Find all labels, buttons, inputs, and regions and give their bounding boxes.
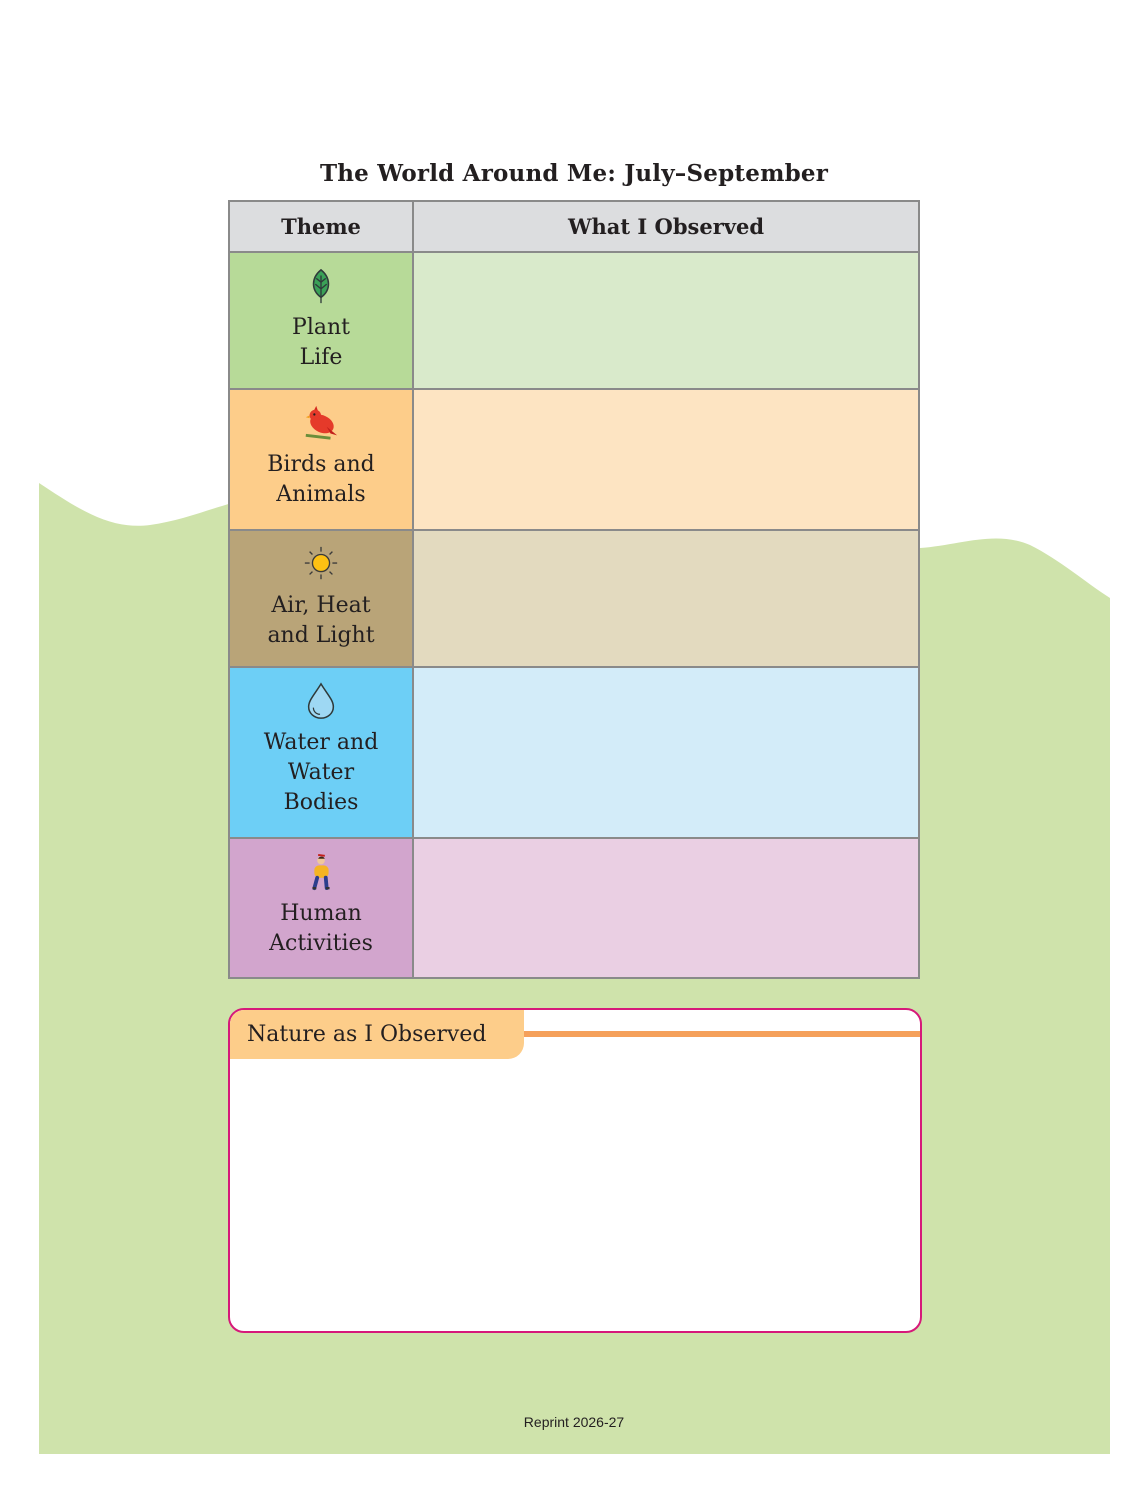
theme-cell-air-heat-light: Air, Heat and Light: [228, 529, 414, 668]
observation-cell-human-activities[interactable]: [412, 837, 920, 979]
nature-observation-box[interactable]: Nature as I Observed: [228, 1008, 922, 1333]
theme-label: Human Activities: [269, 901, 373, 956]
theme-cell-human-activities: Human Activities: [228, 837, 414, 979]
nature-box-header-line: [524, 1031, 920, 1037]
observation-table: Theme What I Observed Plant Life: [228, 200, 920, 979]
observation-cell-air-heat-light[interactable]: [412, 529, 920, 668]
theme-label: Air, Heat and Light: [267, 593, 375, 648]
person-icon: [312, 853, 330, 891]
observation-cell-plant-life[interactable]: [412, 251, 920, 390]
bird-icon: [305, 405, 338, 440]
theme-cell-water-bodies: Water and Water Bodies: [228, 666, 414, 839]
header-theme: Theme: [228, 200, 414, 253]
table-row: Water and Water Bodies: [228, 666, 920, 839]
header-what-i-observed: What I Observed: [412, 200, 920, 253]
table-header-row: Theme What I Observed: [228, 200, 920, 253]
theme-label: Water and Water Bodies: [263, 730, 379, 815]
sun-icon: [304, 546, 338, 580]
observation-cell-water-bodies[interactable]: [412, 666, 920, 839]
theme-label: Plant Life: [292, 315, 350, 370]
theme-cell-plant-life: Plant Life: [228, 251, 414, 390]
observation-cell-birds-animals[interactable]: [412, 388, 920, 531]
table-row: Plant Life: [228, 251, 920, 390]
theme-cell-birds-animals: Birds and Animals: [228, 388, 414, 531]
theme-label: Birds and Animals: [267, 452, 375, 507]
water-drop-icon: [307, 682, 335, 719]
table-row: Air, Heat and Light: [228, 529, 920, 668]
nature-box-label: Nature as I Observed: [230, 1010, 524, 1059]
table-row: Human Activities: [228, 837, 920, 979]
table-row: Birds and Animals: [228, 388, 920, 531]
page-title: The World Around Me: July–September: [319, 160, 829, 187]
leaf-icon: [312, 268, 330, 304]
footer-reprint: Reprint 2026-27: [523, 1414, 625, 1430]
